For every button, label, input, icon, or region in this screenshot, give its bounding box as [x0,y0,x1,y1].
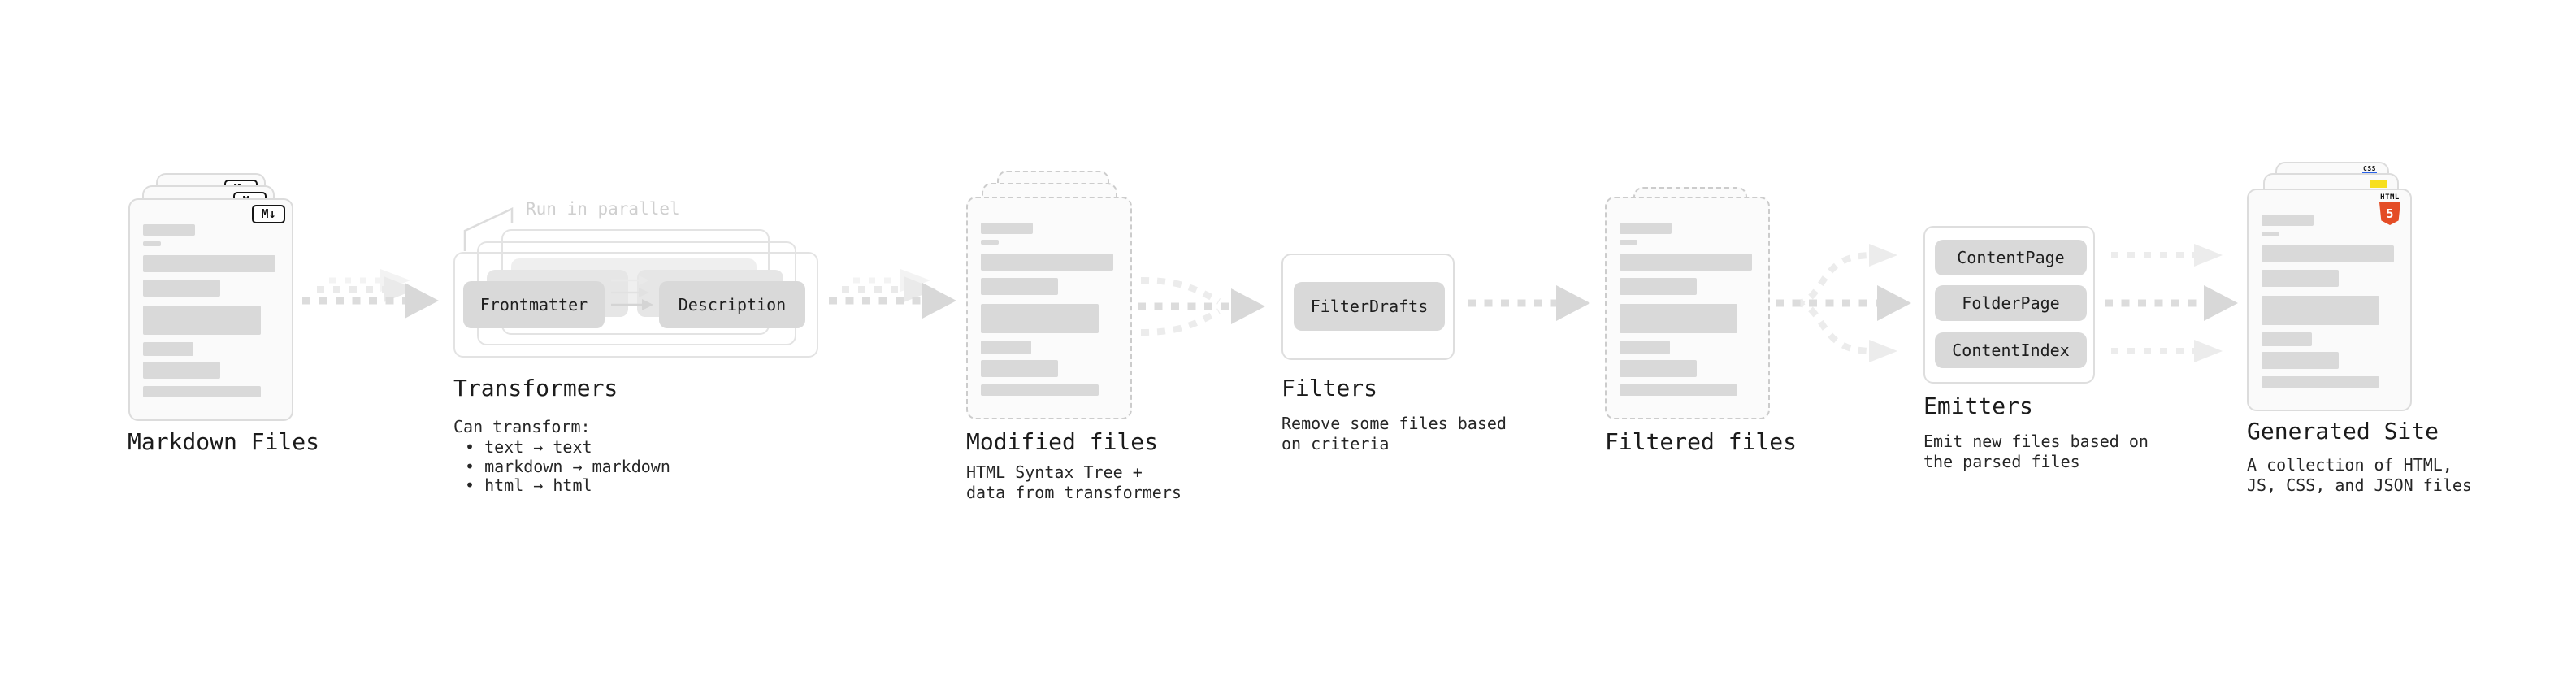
filtered-file-card-front [1605,197,1770,419]
stage-markdown-files: M↓ M↓ M↓ Markdown Files [128,173,319,458]
generated-file-card-html: HTML 5 [2247,189,2412,411]
arrow-transformers-to-modified [829,269,956,319]
stage-emitters: ContentPage FolderPage ContentIndex Emit… [1923,226,2149,478]
arrow-emitters-to-generated [2105,244,2238,362]
html5-icon: HTML 5 [2379,194,2400,225]
arrow-markdown-to-transformers [302,269,439,319]
filter-node-filterdrafts: FilterDrafts [1294,282,1445,331]
filters-desc: Remove some files based on criteria [1281,414,1507,454]
stage-label-emitters: Emitters [1923,393,2033,419]
desc-line: JS, CSS, and JSON files [2247,475,2472,495]
bullet-item: • html → html [465,475,592,495]
transformer-node-frontmatter: Frontmatter [463,281,605,328]
css-icon-label: CSS [2363,165,2376,172]
bullet-item: • markdown → markdown [465,456,670,476]
stage-label-markdown-files: Markdown Files [128,428,320,455]
markdown-icon: M↓ [252,205,285,223]
text-line-placeholders [1607,198,1768,396]
stage-generated-site: CSS HTML 5 Generated Site A collection o… [2247,162,2472,503]
stage-label-transformers: Transformers [453,375,618,401]
stage-filtered-files: Filtered files [1605,187,1797,463]
filters-box: FilterDrafts [1281,254,1455,360]
transformer-layer-front: Frontmatter Description [453,252,818,358]
text-line-placeholders [968,198,1130,396]
arrow-modified-to-filters [1138,277,1265,336]
text-line-placeholders [130,200,292,397]
emitter-node-folderpage: FolderPage [1935,285,2087,321]
text-line-placeholders [2249,190,2410,388]
stage-label-filters: Filters [1281,375,1378,401]
desc-line: A collection of HTML, [2247,455,2452,475]
desc-line: data from transformers [966,483,1182,502]
html5-icon-shield: 5 [2379,202,2400,225]
bullet-item: • text → text [465,437,592,457]
transformer-node-description: Description [659,281,805,328]
modified-file-card-front [966,197,1132,419]
transformers-desc-title: Can transform: [453,417,591,436]
transformers-bullet-list: • text → text • markdown → markdown • ht… [465,437,670,496]
desc-line: on criteria [1281,434,1390,453]
generated-site-desc: A collection of HTML, JS, CSS, and JSON … [2247,455,2472,496]
stage-modified-files: Modified files HTML Syntax Tree + data f… [966,171,1182,504]
html5-icon-word: HTML [2380,193,2400,202]
markdown-file-card-front: M↓ [128,198,293,421]
desc-line: the parsed files [1923,452,2080,471]
stage-label-modified-files: Modified files [966,428,1159,455]
arrow-filters-to-filtered [1468,285,1590,321]
desc-line: Remove some files based [1281,414,1507,433]
emitter-node-contentindex: ContentIndex [1935,332,2087,368]
emitter-node-contentpage: ContentPage [1935,240,2087,275]
desc-line: HTML Syntax Tree + [966,462,1143,482]
emitters-desc: Emit new files based on the parsed files [1923,432,2149,472]
stage-label-filtered-files: Filtered files [1605,428,1798,455]
modified-files-desc: HTML Syntax Tree + data from transformer… [966,462,1182,503]
stage-transformers: Run in parallel Frontmatter Description … [453,195,827,495]
stage-filters: FilterDrafts Filters Remove some files b… [1281,254,1507,465]
desc-line: Emit new files based on [1923,432,2149,451]
js-icon [2370,180,2387,188]
stage-label-generated-site: Generated Site [2247,418,2439,445]
arrow-filtered-to-emitters [1776,244,1911,362]
run-in-parallel-note: Run in parallel [526,199,680,219]
emitters-box: ContentPage FolderPage ContentIndex [1923,226,2095,384]
html5-icon-number: 5 [2386,206,2394,221]
